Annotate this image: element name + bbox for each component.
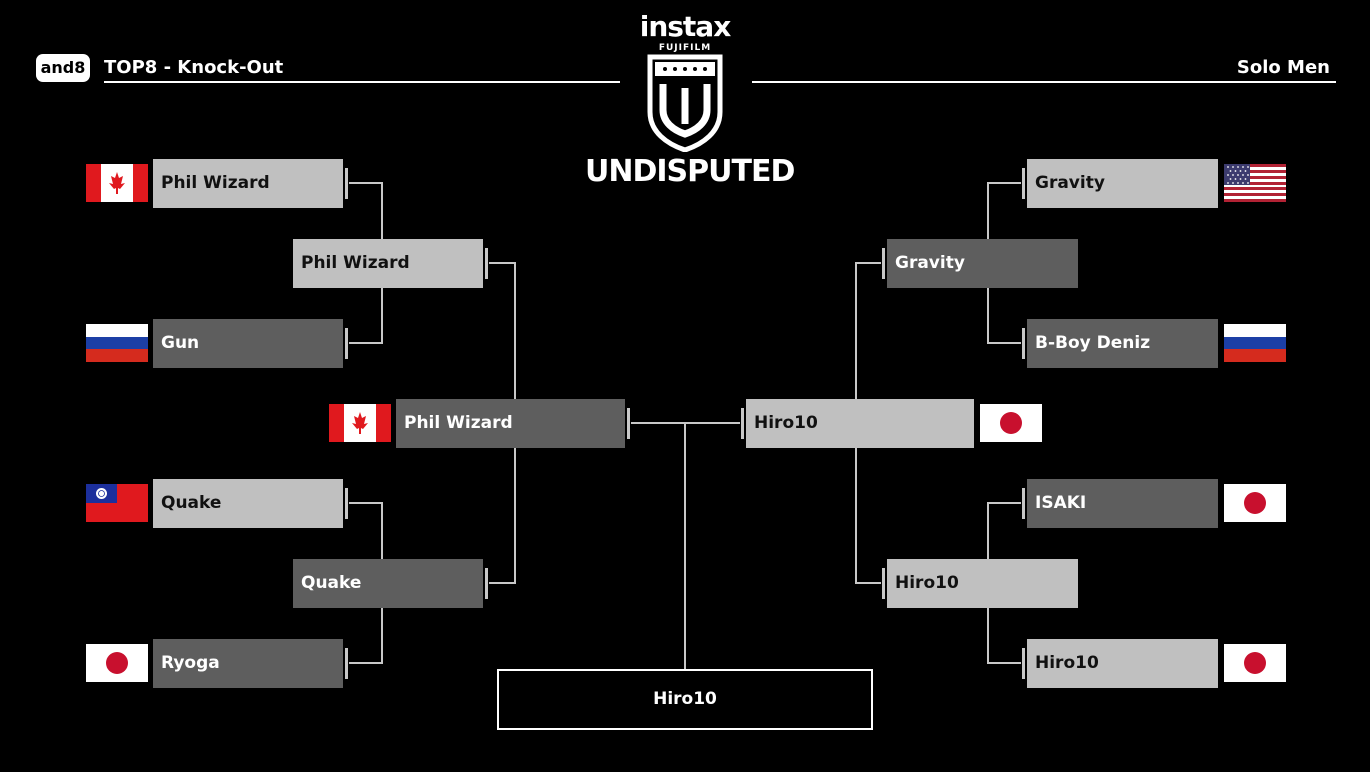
right-qf-4-marker [1022,648,1025,679]
competitor-name: Hiro10 [895,573,959,593]
right-qf-2-marker [1022,328,1025,359]
left-qf-1-marker [345,168,348,199]
shield-crest-icon [647,54,723,152]
left-qf-4-marker [345,648,348,679]
competitor-name: ISAKI [1035,493,1087,513]
canada-flag-icon [86,164,148,202]
competitor-name: B-Boy Deniz [1035,333,1151,353]
left-sf-1-marker [485,248,488,279]
right-qf-1-marker [1022,168,1025,199]
japan-flag-icon [86,644,148,682]
right-sf-2: Hiro10 [887,559,1078,608]
competitor-name: Quake [161,493,222,513]
header-rule-left [104,81,620,83]
competitor-name: Gravity [895,253,965,273]
left-qf-3-marker [345,488,348,519]
category-label: Solo Men [1236,57,1330,78]
right-finalist: Hiro10 [746,399,974,448]
right-sf-1: Gravity [887,239,1078,288]
left-sf-2: Quake [293,559,483,608]
champion-name: Hiro10 [653,689,717,709]
left-qf-2: Gun [153,319,343,368]
and8-badge: and8 [36,54,90,82]
taiwan-flag-icon [86,484,148,522]
champion-box: Hiro10 [497,669,873,730]
competitor-name: Hiro10 [754,413,818,433]
right-qf-1: Gravity [1027,159,1218,208]
competitor-name: Hiro10 [1035,653,1099,673]
japan-flag-icon [1224,644,1286,682]
competitor-name: Gravity [1035,173,1105,193]
left-finalist-marker [627,408,630,439]
competitor-name: Gun [161,333,200,353]
right-sf-1-marker [882,248,885,279]
left-sf-2-marker [485,568,488,599]
russia-flag-icon [86,324,148,362]
right-sf-2-marker [882,568,885,599]
left-qf-3: Quake [153,479,343,528]
bracket-title: TOP8 - Knock-Out [104,57,284,78]
header-rule-right [752,81,1336,83]
competitor-name: Phil Wizard [161,173,270,193]
canada-flag-icon [329,404,391,442]
right-qf-3-marker [1022,488,1025,519]
japan-flag-icon [1224,484,1286,522]
left-finalist: Phil Wizard [396,399,625,448]
competitor-name: Quake [301,573,362,593]
left-qf-2-marker [345,328,348,359]
russia-flag-icon [1224,324,1286,362]
right-qf-3: ISAKI [1027,479,1218,528]
instax-logo: instax [639,10,732,43]
right-qf-4: Hiro10 [1027,639,1218,688]
competitor-name: Phil Wizard [404,413,513,433]
usa-flag-icon [1224,164,1286,202]
left-qf-4: Ryoga [153,639,343,688]
left-sf-1: Phil Wizard [293,239,483,288]
competitor-name: Phil Wizard [301,253,410,273]
japan-flag-icon [980,404,1042,442]
right-finalist-marker [741,408,744,439]
undisputed-logo: UNDISPUTED [585,154,795,189]
left-qf-1: Phil Wizard [153,159,343,208]
competitor-name: Ryoga [161,653,220,673]
right-qf-2: B-Boy Deniz [1027,319,1218,368]
fujifilm-logo: FUJIFILM [658,43,712,53]
